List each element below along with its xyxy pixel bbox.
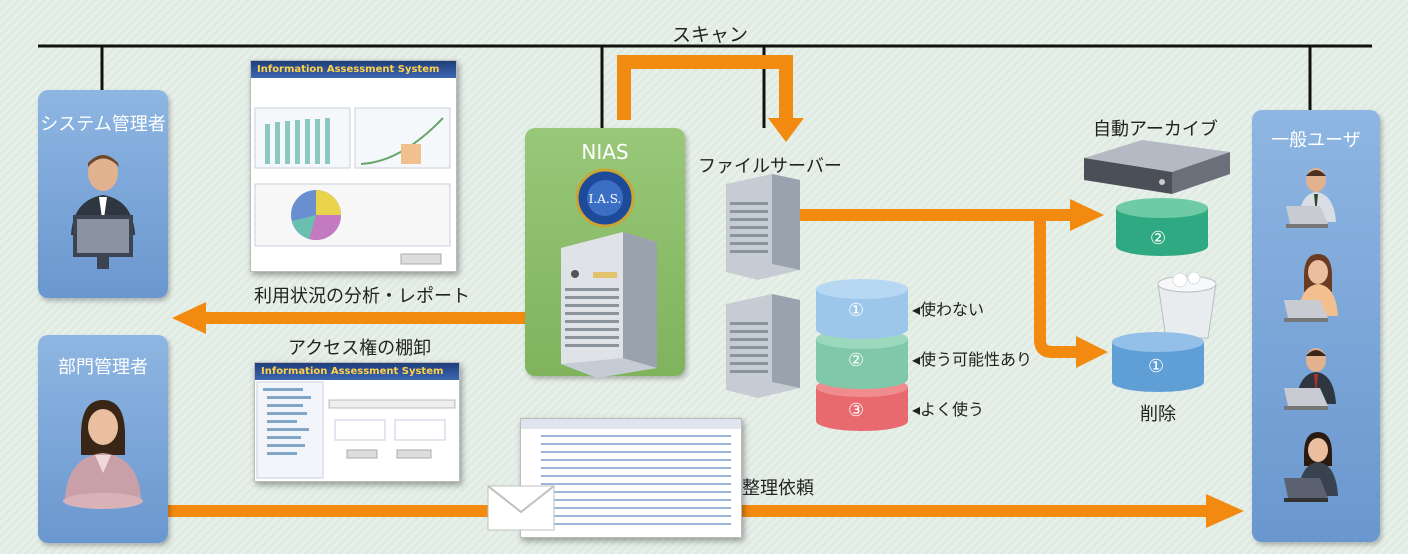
general-users-icons [1284,168,1338,502]
cylinder-1-label: ① [848,300,865,321]
sys-admin-box: システム管理者 [38,90,168,298]
access-preview-graphics [256,381,456,479]
nias-server-icon [561,232,657,378]
file-list-screenshot [520,418,742,538]
file-server-label: ファイルサーバー [698,156,842,177]
usage-often-label: ◂よく使う [912,400,985,419]
access-label: アクセス権の棚卸 [288,338,432,359]
sys-admin-person-icon [71,155,135,269]
delete-label: 削除 [1140,404,1176,425]
dept-admin-title: 部門管理者 [58,357,148,378]
report-preview-graphics [254,107,451,265]
general-users-box: 一般ユーザ [1252,110,1380,542]
delete-cylinder [1112,332,1204,392]
file-server-1-icon [726,174,800,280]
file-list-preview-graphics [521,419,741,525]
user-icon-3 [1284,348,1336,410]
report-window-title: Information Assessment System [251,61,456,78]
ias-logo-icon: I.A.S. [575,168,635,228]
archive-cylinder [1116,198,1208,256]
usage-unused-label: ◂使わない [912,300,985,319]
general-users-title: 一般ユーザ [1271,130,1361,151]
user-icon-4 [1284,432,1338,502]
archive-device-icon [1084,140,1230,194]
nias-title: NIAS [581,140,629,164]
cylinder-2-label: ② [848,350,865,371]
delete-arrow [1034,215,1080,358]
file-server-2-icon [726,294,800,398]
user-icon-1 [1286,168,1336,228]
scan-label: スキャン [672,24,749,46]
dept-admin-person-icon [63,400,143,509]
access-screenshot: Information Assessment System [254,362,460,482]
envelope-icon [487,485,555,531]
report-screenshot: Information Assessment System [250,60,457,272]
auto-archive-label: 自動アーカイブ [1093,119,1218,140]
sys-admin-title: システム管理者 [40,114,166,135]
analysis-label: 利用状況の分析・レポート [254,286,470,307]
usage-maybe-label: ◂使う可能性あり [912,350,1033,369]
cylinder-3-label: ③ [848,400,865,421]
trash-bin-icon [1157,271,1217,339]
archive-cylinder-label: ② [1150,228,1167,249]
access-window-title: Information Assessment System [255,363,459,380]
request-label: 整理依頼 [742,478,814,499]
svg-text:I.A.S.: I.A.S. [589,192,622,206]
delete-cylinder-label: ① [1148,356,1165,377]
nias-box: NIAS I.A.S. [525,128,685,378]
user-icon-2 [1284,254,1338,322]
dept-admin-box: 部門管理者 [38,335,168,543]
scan-loop-arrow [617,55,793,128]
usage-cylinder-stack [816,279,908,431]
